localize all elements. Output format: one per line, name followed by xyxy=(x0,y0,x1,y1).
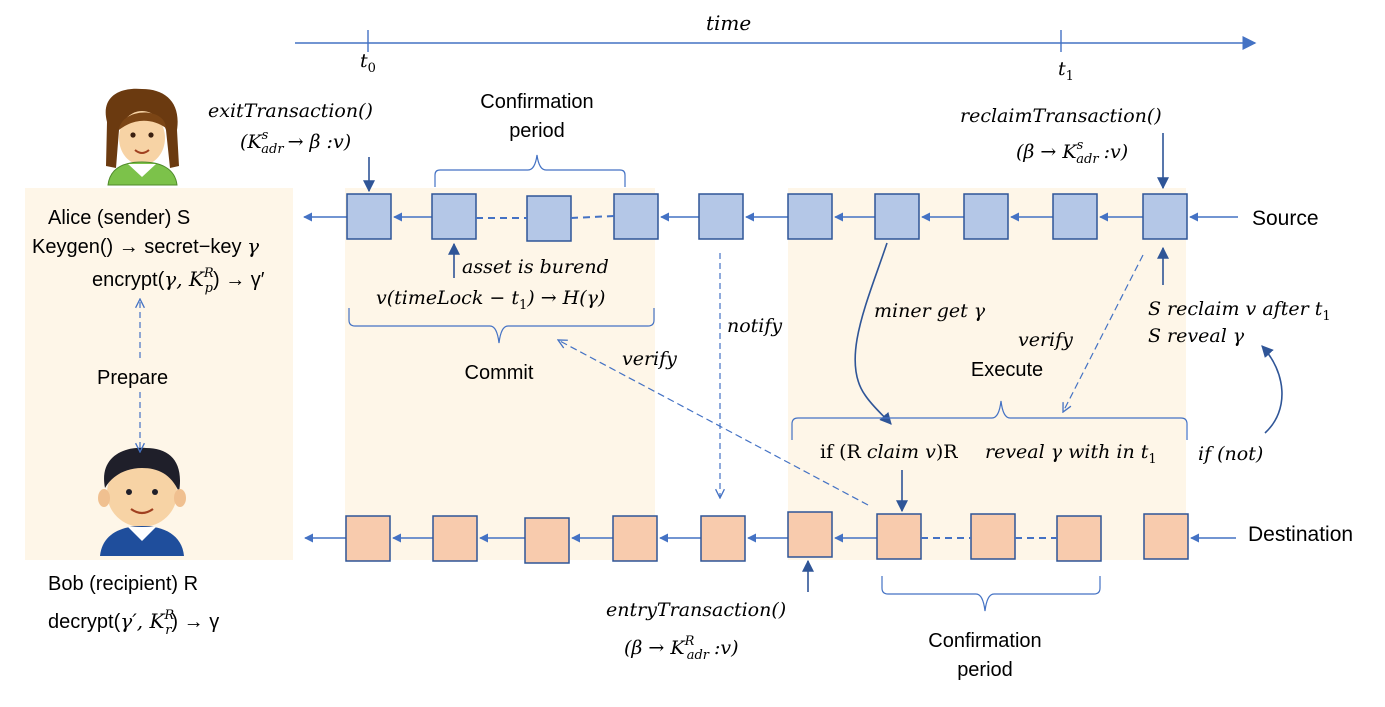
reclaim-transaction-name: reclaimTransaction() xyxy=(960,105,1162,127)
source-block xyxy=(613,193,659,240)
destination-block xyxy=(1143,513,1189,560)
source-block xyxy=(698,193,744,240)
source-chain-label: Source xyxy=(1252,207,1319,230)
miner-text: miner get γ xyxy=(874,300,986,322)
destination-block xyxy=(432,515,478,562)
t1-label: t1 xyxy=(1058,58,1074,84)
reveal-note: S reveal γ xyxy=(1148,325,1245,347)
bob-avatar-icon xyxy=(98,447,186,556)
exit-transaction-name: exitTransaction() xyxy=(208,100,373,122)
if-not-arrow xyxy=(1261,345,1283,434)
miner-arrow xyxy=(854,242,892,425)
asset-burned-text: asset is burend xyxy=(462,256,609,278)
source-chain xyxy=(346,193,1188,242)
destination-block xyxy=(970,513,1016,560)
source-block xyxy=(346,193,392,240)
confirmation-bottom-line1: Confirmation xyxy=(928,630,1041,652)
source-block xyxy=(963,193,1009,240)
timelock-text: v(timeLock − t1) → H(γ) xyxy=(376,287,605,313)
recipient-name: Bob (recipient) R xyxy=(48,573,198,595)
alice-avatar-icon xyxy=(105,88,179,186)
notify-text: notify xyxy=(727,315,782,337)
time-label: time xyxy=(706,11,751,35)
destination-block xyxy=(787,511,833,558)
destination-block xyxy=(1056,515,1102,562)
source-block xyxy=(1052,193,1098,240)
entry-transaction-name: entryTransaction() xyxy=(606,599,786,621)
commit-brace xyxy=(348,308,655,344)
sender-name: Alice (sender) S xyxy=(48,207,190,229)
reclaim-note: S reclaim v after t1 xyxy=(1148,298,1331,324)
execute-label: Execute xyxy=(971,359,1043,381)
commit-label: Commit xyxy=(465,362,534,384)
verify-left-arrow xyxy=(558,340,869,506)
keygen-text: Keygen() → secret−key γ xyxy=(32,234,259,258)
source-block xyxy=(787,193,833,240)
source-block xyxy=(431,193,477,240)
destination-block xyxy=(345,515,391,562)
verify-left-text: verify xyxy=(622,348,677,370)
destination-block xyxy=(876,513,922,560)
chain-arrows xyxy=(303,212,1238,543)
destination-block xyxy=(524,517,570,564)
confirmation-top-line1: Confirmation xyxy=(480,91,593,113)
destination-block xyxy=(700,515,746,562)
confirmation-top-line2: period xyxy=(509,120,565,142)
if-not-text: if (not) xyxy=(1198,443,1263,465)
source-block xyxy=(1142,193,1188,240)
commit-panel xyxy=(345,188,655,560)
execute-brace xyxy=(791,400,1188,440)
confirmation-bottom-brace xyxy=(881,576,1101,612)
claim-condition-text: if (R claim v)R xyxy=(820,441,958,463)
destination-chain-label: Destination xyxy=(1248,523,1353,546)
verify-right-text: verify xyxy=(1018,329,1073,351)
source-block xyxy=(526,195,572,242)
t0-label: t0 xyxy=(360,50,376,76)
destination-block xyxy=(612,515,658,562)
source-block xyxy=(874,193,920,240)
destination-chain xyxy=(345,511,1189,564)
reveal-condition-text: reveal γ with in t1 xyxy=(985,441,1157,467)
confirmation-bottom-line2: period xyxy=(957,659,1013,681)
confirmation-top-brace xyxy=(434,154,626,187)
verify-right-arrow xyxy=(1063,254,1144,412)
prepare-label: Prepare xyxy=(97,367,168,389)
